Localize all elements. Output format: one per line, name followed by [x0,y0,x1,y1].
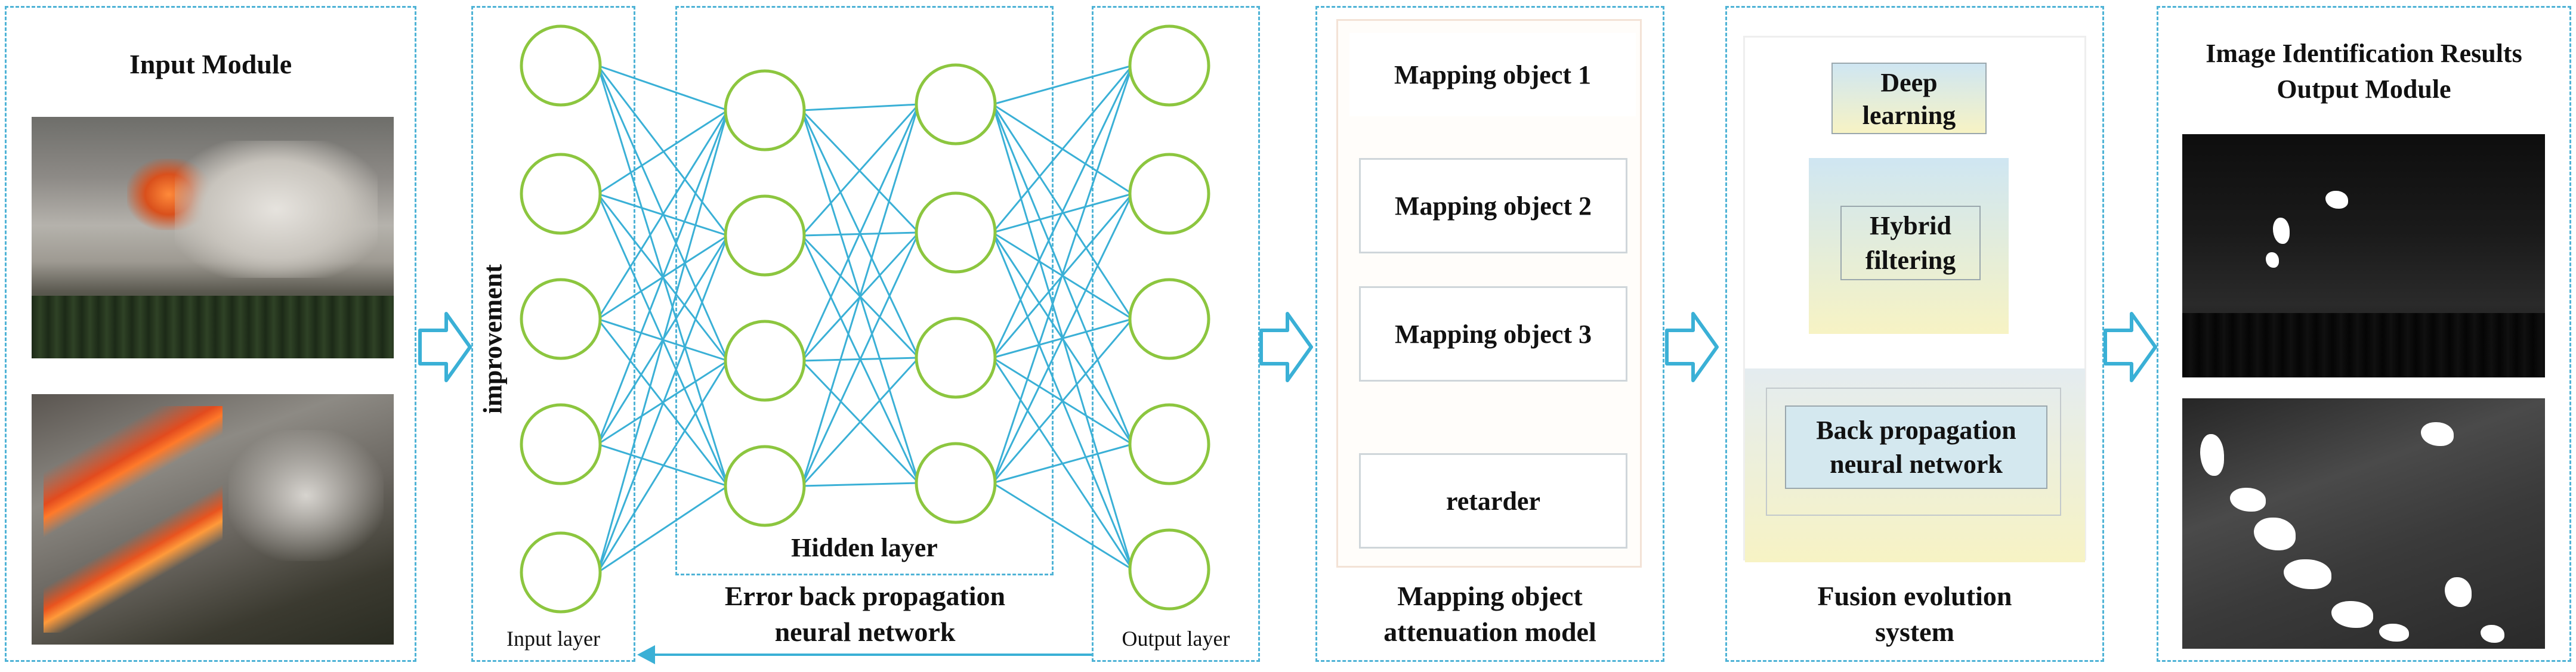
hybrid-line1: Hybrid [1870,211,1951,241]
output-node [1128,24,1210,107]
bp-line1: Back propagation [1816,415,2016,445]
hybrid-filtering-box: Hybrid filtering [1840,206,1981,280]
flow-arrow-icon [1259,312,1313,382]
input-node [520,278,602,360]
mapping-caption-line1: Mapping object [1397,581,1583,611]
nn-connection [597,110,729,445]
mapping-caption-line2: attenuation model [1383,617,1596,647]
input-node [520,403,602,485]
nn-connection [597,360,729,573]
input-module-panel: Input Module [5,6,416,662]
hidden2-node [915,191,997,274]
nn-caption-line2: neural network [774,617,956,647]
output-title-line2: Output Module [2277,75,2451,104]
nn-connection [801,109,920,234]
nn-connection [597,64,728,112]
deep-learning-box [1831,63,1987,134]
result-image-1 [2182,134,2545,377]
nn-connection [992,193,1133,484]
nn-connection [597,110,729,573]
fusion-caption-line2: system [1875,617,1954,647]
nn-connection [992,65,1133,358]
output-layer-label: Output layer [1122,627,1230,651]
deep-learning-line1: Deep [1880,68,1938,97]
nn-connection [801,357,920,487]
nn-connection [801,232,920,487]
nn-connection [992,65,1133,484]
nn-connection [597,65,729,236]
flow-arrow-icon [418,312,472,382]
nn-connection [801,104,920,361]
nn-connection [597,109,728,195]
bp-line2: neural network [1830,450,2003,479]
mapping-object-2: Mapping object 2 [1359,158,1627,253]
nn-connection [992,443,1133,484]
bp-network-frame [1766,388,2061,516]
nn-connection [992,318,1133,484]
input-layer-label: Input layer [506,627,600,651]
hidden2-node [915,442,997,524]
nn-connection [801,104,920,236]
nn-connection [992,64,1133,106]
mapping-object-3: Mapping object 3 [1359,286,1627,382]
flow-arrow-icon [2104,312,2157,382]
fusion-system-panel [1725,6,2104,662]
input-node [520,24,602,107]
hidden1-node [724,320,806,402]
nn-connection [597,485,728,574]
input-layer-box [471,6,635,662]
output-title-line1: Image Identification Results [2206,39,2522,68]
bp-network-box: Back propagation neural network [1785,405,2047,489]
output-node [1128,403,1210,485]
nn-connection [597,110,729,320]
input-node [520,531,602,614]
mapping-model-panel [1315,6,1664,662]
input-module-title: Input Module [129,49,292,79]
input-node [520,153,602,235]
hidden1-node [724,445,806,527]
hidden1-node [724,194,806,277]
nn-connection [801,103,919,112]
hybrid-line2: filtering [1865,245,1956,275]
mapping-object-1: Mapping object 1 [1349,33,1636,116]
output-node [1128,528,1210,611]
retarder-box: retarder [1359,453,1627,549]
hidden2-node [915,317,997,399]
output-node [1128,153,1210,235]
forest-fire-photo-1 [32,117,394,358]
nn-connection [992,482,1133,571]
nn-connection [801,482,919,487]
output-node [1128,278,1210,360]
hybrid-filtering-outer [1809,158,2009,334]
deep-learning-line2: learning [1862,101,1956,130]
nn-connection [992,65,1133,233]
nn-connection [801,104,920,487]
output-layer-box [1092,6,1260,662]
result-image-2 [2182,398,2545,649]
hidden2-node [915,63,997,145]
forest-fire-photo-2 [32,394,394,645]
nn-connection [597,235,729,573]
output-module-panel: Image Identification Results Output Modu… [2157,6,2571,662]
fusion-caption-line1: Fusion evolution [1817,581,2012,611]
flow-arrow-icon [1665,312,1719,382]
improvement-label: improvement [478,264,508,414]
hidden-layer-label: Hidden layer [791,533,938,562]
nn-caption-line1: Error back propagation [724,581,1006,611]
hidden1-node [724,69,806,151]
